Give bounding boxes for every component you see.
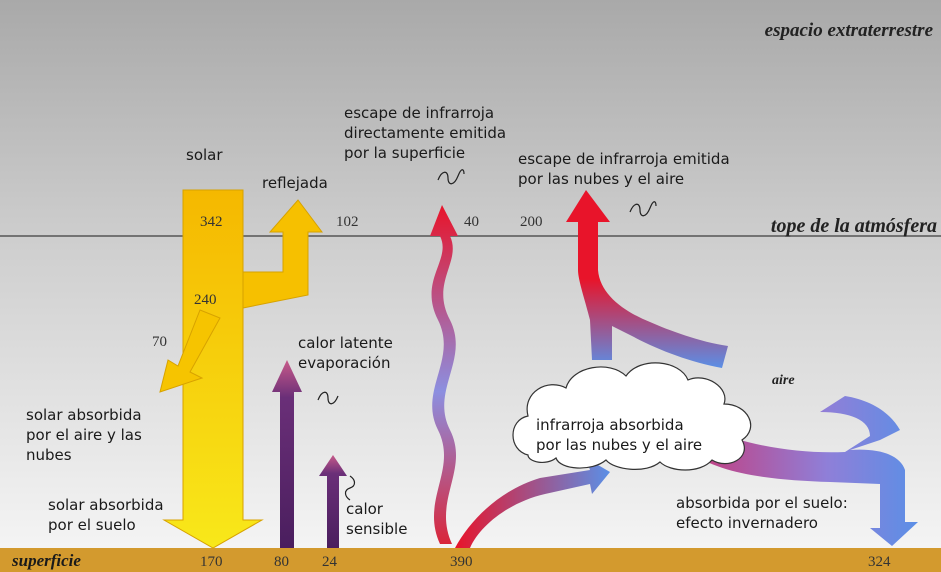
top-of-atmosphere-label: tope de la atmósfera (771, 215, 937, 237)
latent-heat-line2: evaporación (298, 354, 390, 372)
absorbed-air-line3: nubes (26, 446, 72, 464)
ir-atmosphere-escape-arrow (566, 190, 728, 368)
greenhouse-line2: efecto invernadero (676, 514, 818, 532)
squiggle-icon (317, 391, 339, 405)
ir-clouds-escape-line1: escape de infrarroja emitida (518, 150, 730, 168)
solar-reflected-arrow (242, 199, 323, 309)
sensible-heat-line2: sensible (346, 520, 407, 538)
value-solar-after: 240 (194, 292, 217, 308)
absorbed-surface-line2: por el suelo (48, 516, 136, 534)
absorbed-air-line1: solar absorbida (26, 406, 142, 424)
ir-surface-escape-line3: por la superficie (344, 144, 465, 162)
back-radiation-arrow (690, 396, 918, 546)
cloud-shape (512, 362, 752, 471)
sensible-heat-line1: calor (346, 500, 384, 518)
sensible-heat-arrow (319, 455, 347, 548)
ground-band (0, 548, 941, 572)
reflected-label: reflejada (262, 174, 328, 192)
ir-surface-to-cloud-arrow (455, 458, 610, 548)
value-sensible: 24 (322, 554, 338, 570)
solar-absorbed-air-arrow (159, 309, 221, 393)
latent-heat-arrow (272, 360, 302, 548)
value-ir-direct: 40 (464, 214, 479, 230)
value-reflected: 102 (336, 214, 359, 230)
value-surface-emission: 390 (450, 554, 473, 570)
value-solar-in: 342 (200, 214, 223, 230)
solar-label: solar (186, 146, 223, 164)
value-absorbed-surface: 170 (200, 554, 223, 570)
absorbed-air-line2: por el aire y las (26, 426, 142, 444)
absorbed-surface-line1: solar absorbida (48, 496, 164, 514)
ir-direct-escape-arrow (430, 205, 458, 544)
latent-heat-line1: calor latente (298, 334, 393, 352)
value-latent: 80 (274, 554, 289, 570)
solar-incoming-arrow (162, 189, 264, 549)
space-label: espacio extraterrestre (765, 20, 934, 41)
greenhouse-line1: absorbida por el suelo: (676, 494, 848, 512)
ir-absorbed-line1: infrarroja absorbida (536, 416, 684, 434)
ir-surface-escape-line2: directamente emitida (344, 124, 506, 142)
air-label: aire (772, 373, 795, 388)
ir-surface-escape-line1: escape de infrarroja (344, 104, 494, 122)
ir-absorbed-line2: por las nubes y el aire (536, 436, 702, 454)
value-ir-atmosphere: 200 (520, 214, 543, 230)
surface-label: superficie (11, 551, 81, 570)
squiggle-icon (437, 169, 465, 185)
ir-clouds-escape-line2: por las nubes y el aire (518, 170, 684, 188)
squiggle-icon (344, 475, 356, 501)
squiggle-icon (629, 201, 657, 217)
value-back-radiation: 324 (868, 554, 891, 570)
value-absorbed-air: 70 (152, 334, 167, 350)
